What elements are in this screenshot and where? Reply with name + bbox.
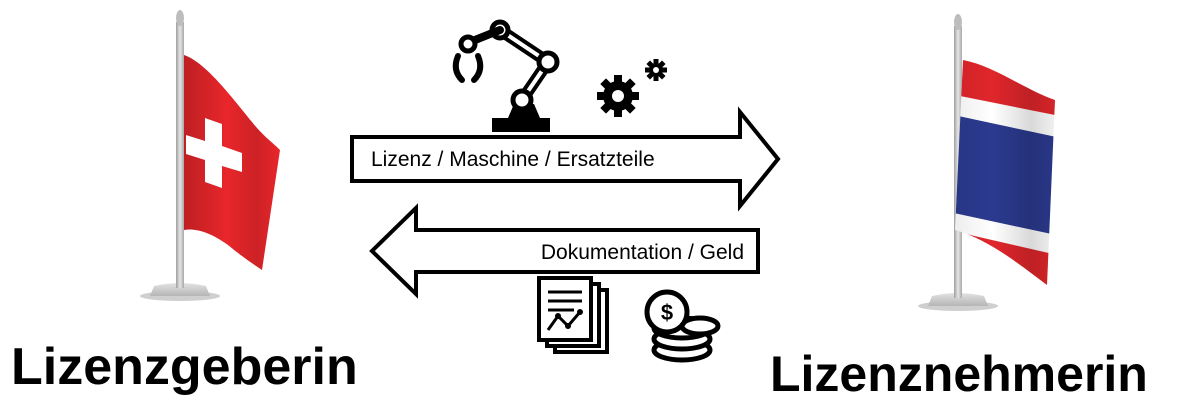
right-party-label: Lizenznehmerin (770, 346, 1148, 399)
coins-icon: $ (644, 289, 721, 363)
left-party-label: Lizenzgeberin (11, 338, 358, 396)
thailand-flag-icon (918, 14, 1055, 311)
document-icon (537, 276, 609, 354)
flag-pole (176, 22, 184, 288)
flag-base (928, 293, 988, 306)
flag-base (150, 283, 210, 296)
arrow-left: Dokumentation / Geld (369, 203, 760, 299)
flag-pole (954, 26, 962, 298)
arrow-right-label: Lizenz / Maschine / Ersatzteile (371, 148, 655, 171)
flag-pole-finial (954, 14, 962, 30)
arrow-left-label: Dokumentation / Geld (541, 241, 744, 264)
flag-pole-finial (176, 10, 184, 26)
gears-icon (597, 59, 667, 117)
arrow-right: Lizenz / Maschine / Ersatzteile (350, 106, 781, 212)
switzerland-flag-icon (140, 10, 280, 301)
robot-arm-icon (452, 19, 560, 132)
svg-text:$: $ (661, 300, 673, 325)
swiss-cross (186, 118, 242, 188)
